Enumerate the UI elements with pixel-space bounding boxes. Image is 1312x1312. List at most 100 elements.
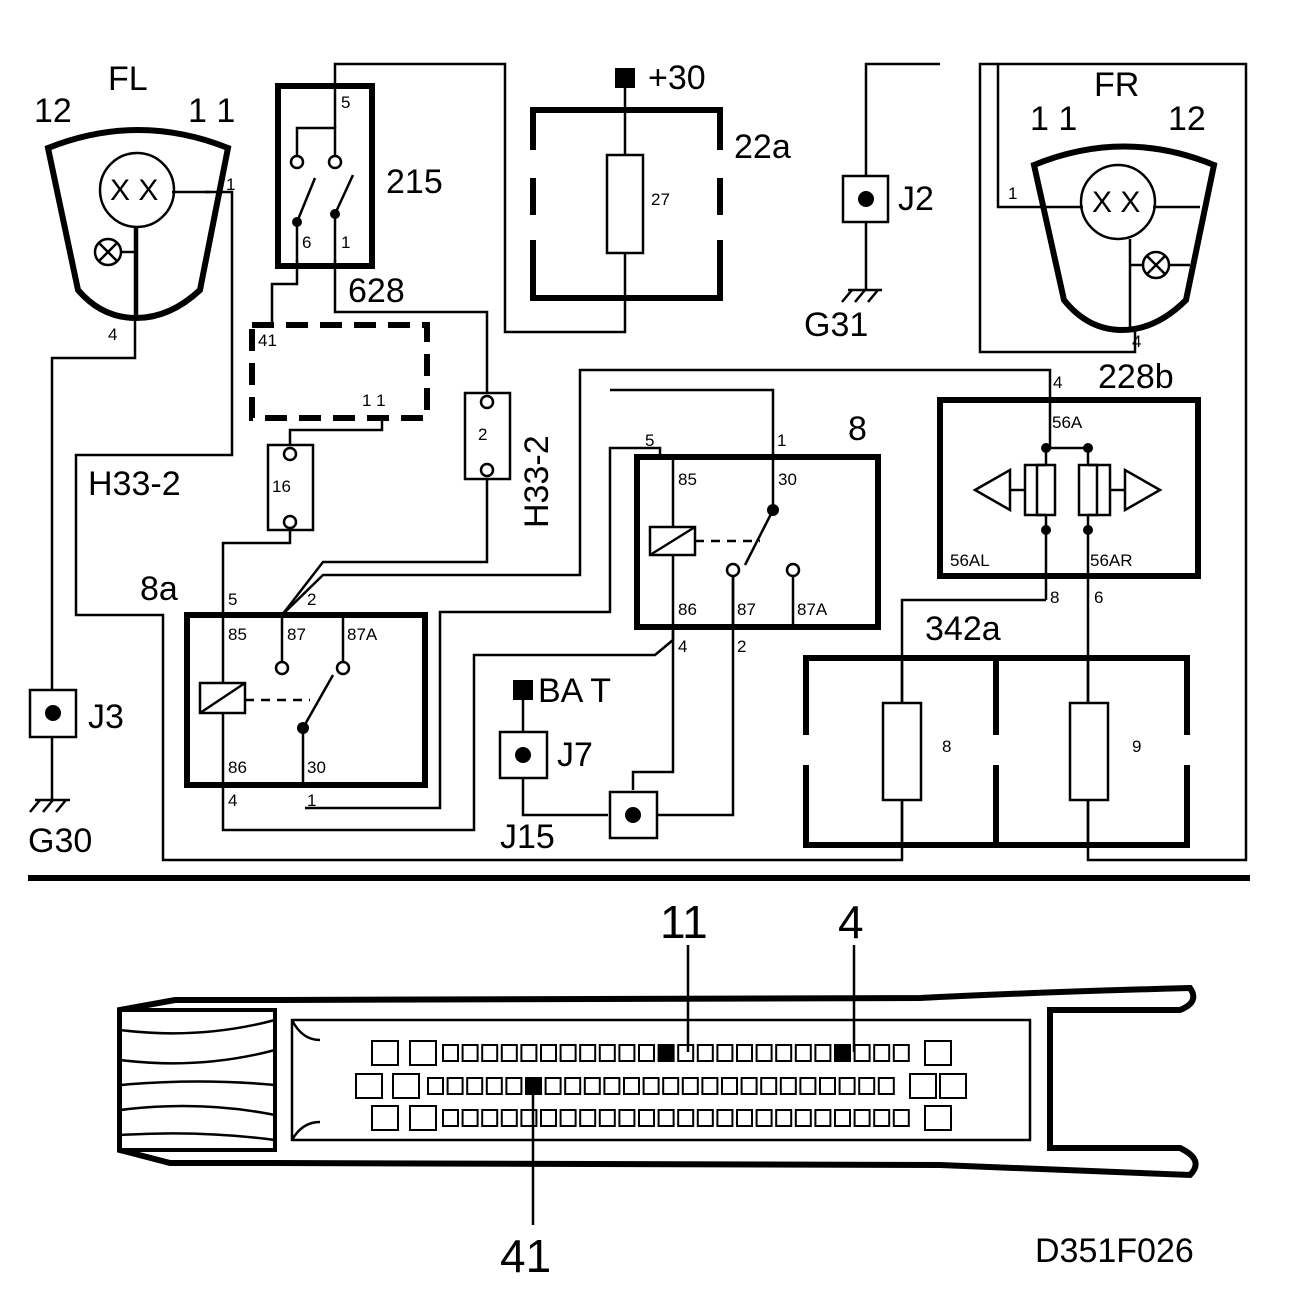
switch-215: 5 6 1 215 bbox=[275, 83, 443, 269]
connector-pin bbox=[409, 1040, 437, 1066]
unit-628: 628 41 1 1 bbox=[249, 272, 430, 421]
connector-pin-used bbox=[657, 1044, 675, 1062]
connector-pin bbox=[838, 1077, 856, 1095]
relay-8a: 8a 5 2 85 87 87A 86 30 4 1 bbox=[140, 570, 428, 810]
connector-pin bbox=[662, 1077, 680, 1095]
relay-8a-pin-2: 2 bbox=[307, 590, 316, 609]
lamp-fl-pin-11: 1 1 bbox=[188, 92, 235, 130]
relay-8a-pin-30: 30 bbox=[307, 758, 326, 777]
connector-pin bbox=[755, 1109, 773, 1127]
connector-housing: 11 4 41 bbox=[117, 896, 1199, 1282]
connector-pin bbox=[760, 1077, 778, 1095]
connector-pin bbox=[775, 1044, 793, 1062]
relay-8-pin-86: 86 bbox=[678, 600, 697, 619]
connector-h33-left-label: H33-2 bbox=[88, 465, 181, 503]
connector-pin bbox=[924, 1040, 952, 1066]
switch-215-pin-6: 6 bbox=[302, 233, 311, 252]
connector-pin bbox=[681, 1077, 699, 1095]
battery-label: BA T bbox=[538, 672, 611, 710]
connector-pin bbox=[775, 1109, 793, 1127]
connector-row-3 bbox=[371, 1105, 952, 1131]
lamp-fl-pin-1: 1 bbox=[226, 175, 235, 194]
relay-8-pin-87: 87 bbox=[737, 600, 756, 619]
connector-pin bbox=[520, 1044, 538, 1062]
connector-pin bbox=[392, 1073, 420, 1099]
connector-pin bbox=[623, 1077, 640, 1095]
lamp-fr: FR 1 1 12 1 4 X X bbox=[1008, 66, 1218, 351]
connector-h33-left-pin: 16 bbox=[272, 477, 291, 496]
connector-pin bbox=[500, 1044, 518, 1062]
battery-junctions: BA T J7 J15 bbox=[498, 672, 659, 856]
connector-pin bbox=[481, 1044, 499, 1062]
relay-8-pin-30: 30 bbox=[778, 470, 797, 489]
connector-pin bbox=[873, 1109, 891, 1127]
connector-pin bbox=[618, 1109, 636, 1127]
relay-8-pin-2: 2 bbox=[737, 637, 746, 656]
connector-pin bbox=[371, 1105, 399, 1131]
connector-pin bbox=[873, 1044, 891, 1062]
connector-pin bbox=[819, 1077, 836, 1095]
module-228b: 228b 4 56A 56AL 56AR 8 6 bbox=[937, 358, 1201, 607]
module-228b-pin-8: 8 bbox=[1050, 588, 1059, 607]
connector-pin bbox=[481, 1109, 499, 1127]
connector-pin bbox=[446, 1077, 464, 1095]
lamp-fr-pin-1: 1 bbox=[1008, 184, 1017, 203]
ground-g31-label: G31 bbox=[804, 306, 868, 344]
module-228b-pin-56ar: 56AR bbox=[1090, 551, 1133, 570]
connector-row-2 bbox=[355, 1073, 967, 1099]
switch-215-label: 215 bbox=[386, 163, 443, 201]
unit-628-label: 628 bbox=[348, 272, 405, 310]
connector-pin bbox=[834, 1109, 851, 1127]
connector-pin bbox=[696, 1044, 714, 1062]
lamp-fl-label: FL bbox=[108, 60, 148, 98]
connector-pin bbox=[544, 1077, 562, 1095]
fuse-22a-label: 22a bbox=[734, 128, 791, 166]
relay-8a-pin-86: 86 bbox=[228, 758, 247, 777]
ground-j2-label: J2 bbox=[898, 180, 934, 218]
fuse-342a-label: 342a bbox=[925, 610, 1001, 648]
connector-pin bbox=[618, 1044, 636, 1062]
connector-pin bbox=[794, 1044, 812, 1062]
fuse-342a-fuse-8: 8 bbox=[942, 737, 951, 756]
connector-pin bbox=[540, 1109, 557, 1127]
fuse-box-22a: +30 22a 27 bbox=[530, 59, 791, 301]
ground-j2: J2 G31 bbox=[804, 174, 934, 344]
module-228b-pin-4: 4 bbox=[1053, 373, 1062, 392]
connector-pin bbox=[579, 1044, 597, 1062]
relay-8a-pin-87a: 87A bbox=[347, 625, 378, 644]
connector-pin bbox=[559, 1044, 577, 1062]
lamp-fr-pin-12: 12 bbox=[1168, 100, 1206, 138]
relay-8-pin-4: 4 bbox=[678, 637, 687, 656]
connector-pin bbox=[814, 1109, 832, 1127]
lamp-fr-pin-4: 4 bbox=[1132, 332, 1141, 351]
lamp-fl-pin-12: 12 bbox=[34, 92, 72, 130]
connector-pin bbox=[892, 1044, 910, 1062]
lamp-fl: FL 12 1 1 1 4 X X bbox=[34, 60, 235, 344]
fuse-342a-fuse-9: 9 bbox=[1132, 737, 1141, 756]
relay-8a-pin-85: 85 bbox=[228, 625, 247, 644]
connector-pin bbox=[716, 1109, 734, 1127]
connector-pin-used bbox=[834, 1044, 851, 1062]
junction-j15-label: J15 bbox=[500, 818, 555, 856]
connector-pin bbox=[939, 1073, 967, 1099]
connector-pin bbox=[603, 1077, 621, 1095]
connector-pin bbox=[736, 1109, 753, 1127]
relay-8a-pin-5: 5 bbox=[228, 590, 237, 609]
connector-pin bbox=[657, 1109, 675, 1127]
connector-pin bbox=[461, 1109, 479, 1127]
connector-pin bbox=[579, 1109, 597, 1127]
connector-row-1 bbox=[371, 1040, 952, 1066]
ground-j3: J3 G30 bbox=[28, 688, 124, 860]
switch-215-pin-1: 1 bbox=[341, 233, 350, 252]
module-228b-pin-6: 6 bbox=[1094, 588, 1103, 607]
connector-pin bbox=[701, 1077, 719, 1095]
connector-pin bbox=[409, 1105, 437, 1131]
fuse-22a-supply: +30 bbox=[648, 59, 706, 97]
connector-pin bbox=[371, 1040, 399, 1066]
connector-pin bbox=[355, 1073, 383, 1099]
connector-pin bbox=[466, 1077, 484, 1095]
connector-pin bbox=[677, 1044, 695, 1062]
connector-h33-left: 16 H33-2 bbox=[88, 443, 315, 532]
connector-pin bbox=[794, 1109, 812, 1127]
connector-pin bbox=[461, 1044, 479, 1062]
